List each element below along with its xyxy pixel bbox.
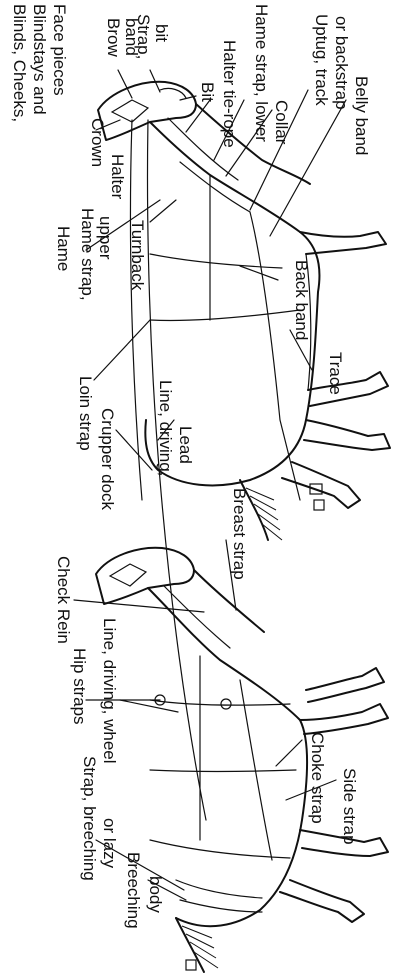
label-back-band: Back band [292, 260, 311, 340]
label-body: body [146, 876, 165, 913]
label-loin-strap: Loin strap [76, 376, 95, 451]
label-backstrap: or backstrap [332, 16, 351, 110]
label-breeching: Breeching [124, 852, 143, 929]
label-side-strap: Side strap [340, 768, 359, 845]
label-uptug: Uptug, track [312, 14, 331, 106]
label-collar: Collar [272, 100, 291, 145]
label-upper: upper [96, 216, 115, 260]
label-hame-lower: Hame strap, lower [252, 4, 271, 142]
label-blindstays: Blindstays and [30, 4, 49, 115]
label-strap-breeching: Strap, breeching [80, 756, 99, 881]
label-trace: Trace [326, 352, 345, 395]
label-lead: Lead [176, 426, 195, 464]
labels: Blinds, Cheeks, Blindstays and Face piec… [10, 4, 371, 929]
label-hip-straps: Hip straps [70, 648, 89, 725]
label-hame-strap: Hame strap, [78, 208, 97, 301]
label-bit: Bit [198, 82, 217, 102]
lead-horse [98, 82, 390, 820]
label-halter: Halter [108, 154, 127, 200]
label-crown: Crown [88, 118, 107, 167]
label-or-lazy: or lazy [100, 818, 119, 869]
label-halter-tie: Halter tie-rope [220, 40, 239, 148]
label-strap-comma: Strap, [134, 14, 153, 59]
label-check-rein: Check Rein [54, 556, 73, 644]
label-turnback: Turnback [128, 220, 147, 291]
label-crupper-dock: Crupper dock [98, 408, 117, 511]
label-blinds: Blinds, Cheeks, [10, 4, 29, 122]
label-line-driving: Line, driving, [156, 380, 175, 476]
label-face-pieces: Face pieces [50, 4, 69, 96]
label-bit-word: bit [152, 24, 171, 42]
label-hame: Hame [54, 226, 73, 271]
label-breast-strap: Breast strap [230, 488, 249, 580]
label-choke-strap: Choke strap [308, 732, 327, 824]
label-line-wheel: Line, driving, wheel [100, 618, 119, 764]
label-belly-band: Belly band [352, 76, 371, 155]
label-brow: Brow [104, 18, 123, 57]
